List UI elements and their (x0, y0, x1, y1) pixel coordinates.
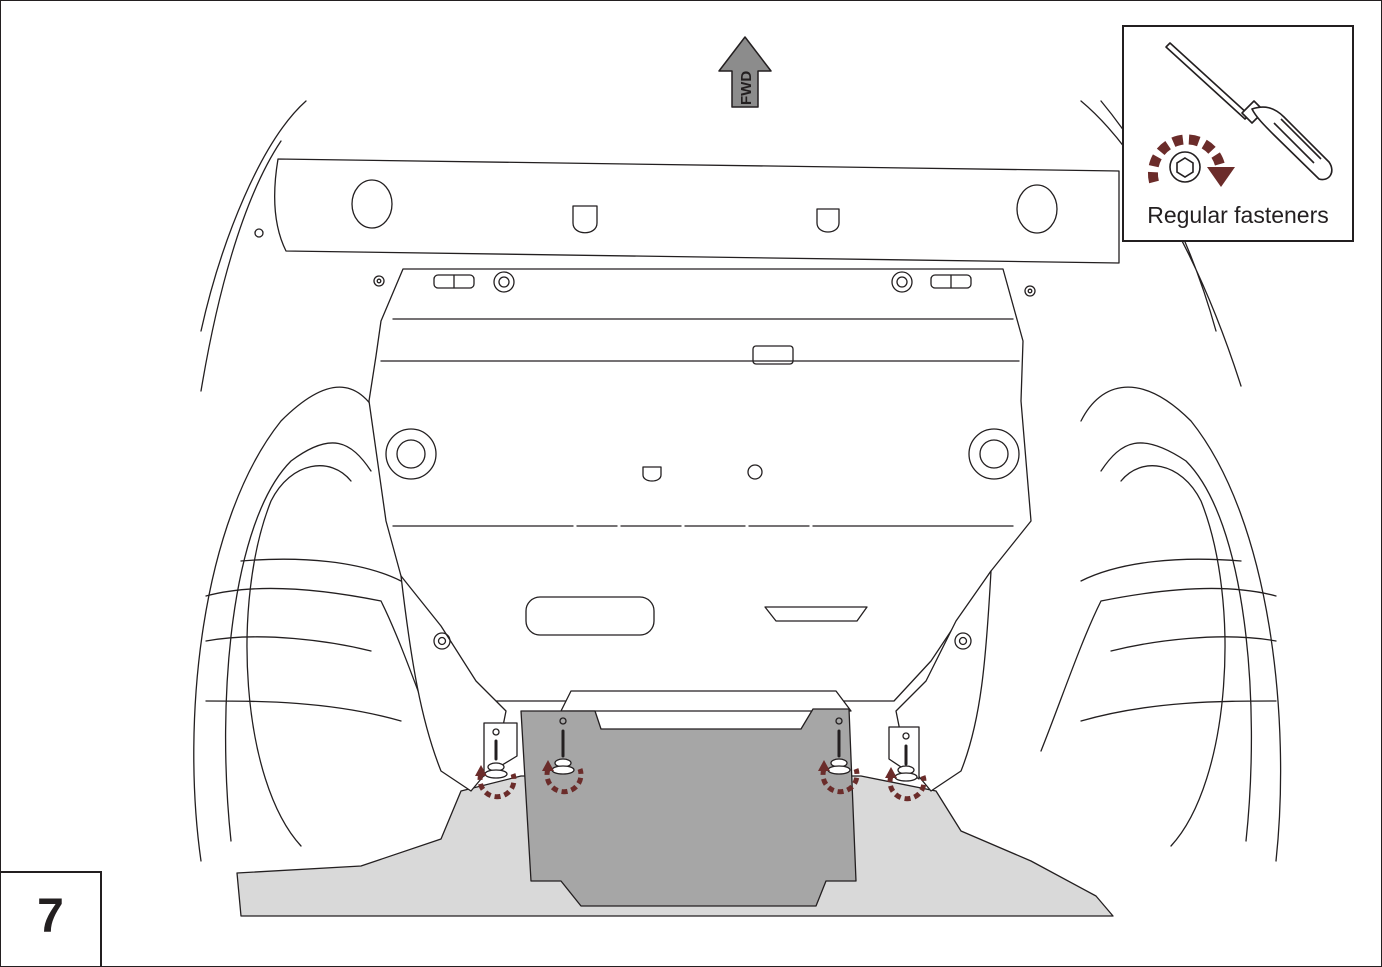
left-wheel-arch-inner (224, 442, 372, 842)
rotation-arrow-icon (1147, 134, 1225, 184)
right-mount-plate (888, 726, 920, 780)
skid-plate-vent-left (525, 596, 655, 636)
step-number: 7 (37, 890, 64, 943)
left-fender-edge (200, 100, 307, 392)
rotation-arrow-icon (477, 773, 517, 800)
right-suspension-arm (1040, 587, 1277, 752)
fastener-left-inner (551, 717, 575, 775)
fwd-label: FWD (738, 71, 755, 105)
fastener-left-outer (484, 728, 508, 779)
bumper-slot-right (816, 208, 840, 233)
left-mount-plate (483, 722, 518, 777)
fastener-legend: Regular fasteners (1122, 25, 1354, 242)
right-subframe-line (1080, 558, 1277, 722)
rotation-arrow-icon (544, 768, 584, 795)
main-skid-plate (368, 268, 1032, 702)
bumper-slot-left (572, 205, 598, 234)
fastener-right-inner (827, 717, 851, 775)
bumper-beam (274, 158, 1120, 264)
rotation-arrow-icon (820, 768, 860, 795)
hex-bolt-icon (1169, 151, 1201, 183)
secondary-skid-plate (520, 708, 857, 907)
left-tire (246, 465, 352, 847)
skid-plate-tab (752, 345, 794, 365)
legend-label: Regular fasteners (1147, 202, 1329, 228)
step-number-box: 7 (1, 871, 102, 966)
bumper-hole-left (351, 179, 393, 229)
forward-arrow-icon: FWD (718, 36, 772, 108)
left-wheel-arch-outer (193, 386, 382, 862)
right-wheel-arch-inner (1100, 442, 1253, 842)
bumper-hole-right (1016, 184, 1058, 234)
right-wheel-arch-outer (1080, 386, 1282, 862)
left-subframe-line (205, 558, 402, 722)
rotation-arrow-icon (887, 775, 927, 802)
screwdriver-icon (1165, 42, 1333, 181)
right-tire (1120, 465, 1226, 847)
